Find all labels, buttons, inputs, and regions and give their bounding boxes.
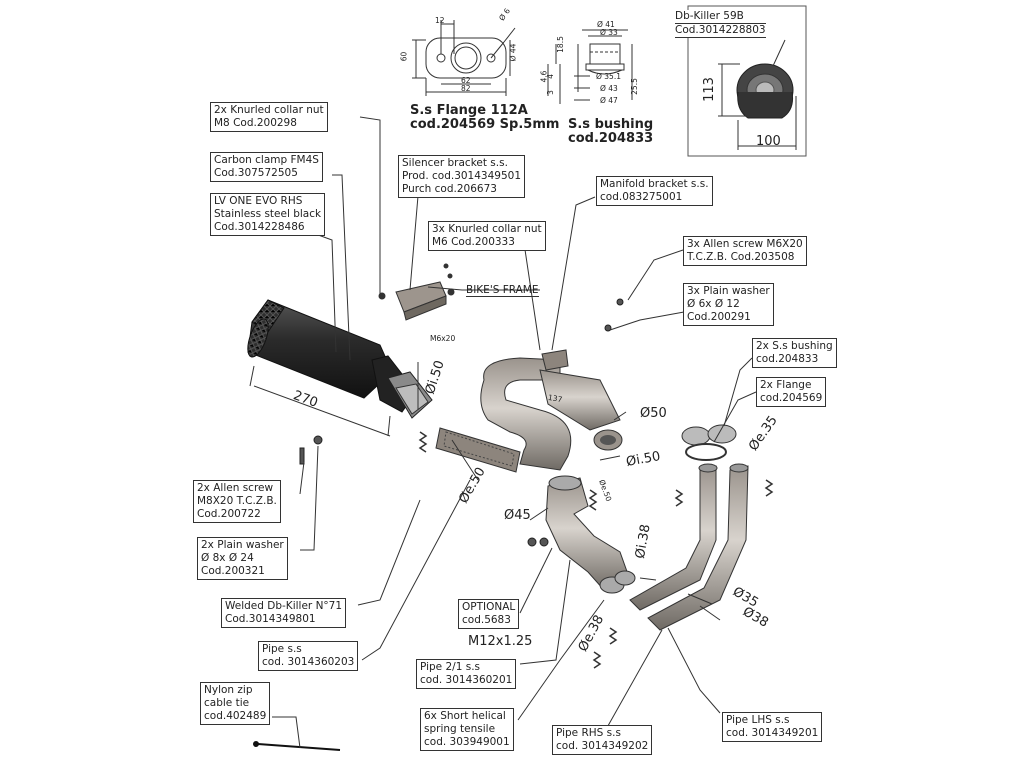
silencer-bracket-drawing	[378, 263, 455, 321]
middle-pipe-drawing	[435, 349, 623, 473]
bushing-title-1: S.s bushing	[568, 117, 654, 132]
dbkiller-label: Db-Killer 59B Cod.3014228803	[675, 10, 766, 38]
flange-title-2: cod.204569 Sp.5mm	[410, 117, 560, 132]
dim-d50-right: Ø50	[640, 406, 667, 421]
dim-d45: Ø45	[504, 508, 531, 523]
flange-dim-82: 82	[461, 84, 471, 93]
silencer-drawing	[247, 299, 433, 419]
bushing-dim-351: Ø 35.1	[596, 72, 621, 81]
bushing-drawing	[547, 29, 633, 104]
flange-dim-62: 62	[461, 76, 471, 85]
bushing-dim-255: 25.5	[629, 78, 639, 95]
bushing-title-2: cod.204833	[568, 131, 654, 146]
header-pipes-drawing	[629, 424, 749, 631]
bushing-dim-4: 4	[545, 74, 555, 79]
dbkiller-dim-113: 113	[701, 77, 717, 102]
bushing-dim-3: 3	[545, 90, 555, 95]
flange-dim-44: Ø 44	[508, 43, 518, 62]
flange-dim-12: 12	[435, 16, 445, 25]
dbkiller-drawing	[687, 5, 807, 157]
callout-silencer-bracket: Silencer bracket s.s.Prod. cod.301434950…	[398, 155, 526, 198]
bushing-dim-43: Ø 43	[600, 84, 618, 93]
nylon-tie-drawing	[253, 741, 341, 751]
springs-drawing	[418, 431, 774, 669]
callout-manifold-bracket: Manifold bracket s.s.cod.083275001	[596, 176, 713, 206]
bushing-dim-47: Ø 47	[600, 96, 618, 105]
hardware-drawing	[299, 298, 624, 547]
m12-label: M12x1.25	[468, 634, 533, 649]
dbkiller-dim-100: 100	[756, 134, 781, 149]
bushing-dim-33: Ø 33	[600, 28, 618, 37]
bikes-frame-label: BIKE'S FRAME	[466, 284, 539, 297]
flange-dim-60: 60	[399, 51, 409, 62]
flange-title-1: S.s Flange 112A	[410, 103, 528, 118]
bushing-dim-41: Ø 41	[597, 20, 615, 29]
flange-drawing	[412, 20, 516, 96]
m6x20-label: M6x20	[430, 334, 456, 343]
pipe-21-drawing	[545, 475, 636, 594]
bushing-dim-185: 18.5	[555, 36, 565, 53]
